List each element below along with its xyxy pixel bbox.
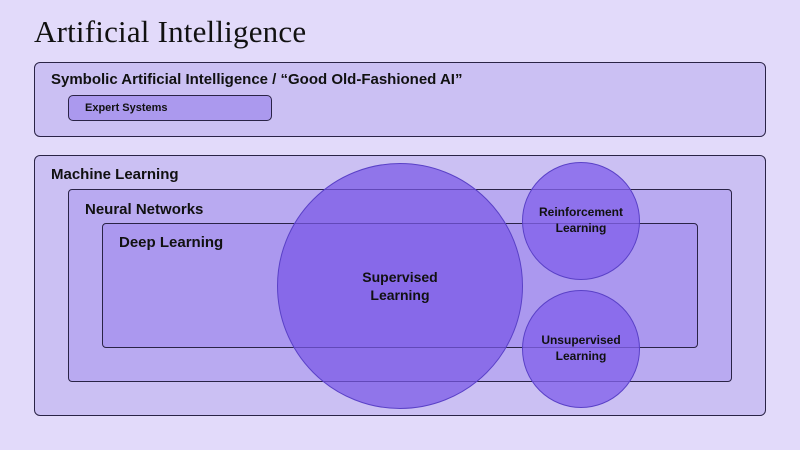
supervised-learning-label: Supervised Learning bbox=[362, 268, 438, 303]
neural-networks-label: Neural Networks bbox=[85, 201, 204, 218]
symbolic-ai-label: Symbolic Artificial Intelligence / “Good… bbox=[51, 71, 463, 88]
expert-systems-label: Expert Systems bbox=[85, 102, 168, 114]
diagram-title: Artificial Intelligence bbox=[34, 14, 307, 49]
deep-learning-label: Deep Learning bbox=[119, 234, 224, 251]
unsupervised-learning-circle: Unsupervised Learning bbox=[522, 290, 640, 408]
supervised-learning-circle: Supervised Learning bbox=[277, 163, 523, 409]
machine-learning-label: Machine Learning bbox=[51, 166, 179, 183]
reinforcement-learning-label: Reinforcement Learning bbox=[538, 205, 624, 235]
reinforcement-learning-circle: Reinforcement Learning bbox=[522, 162, 640, 280]
unsupervised-learning-label: Unsupervised Learning bbox=[541, 333, 621, 363]
expert-systems-box: Expert Systems bbox=[68, 95, 272, 121]
